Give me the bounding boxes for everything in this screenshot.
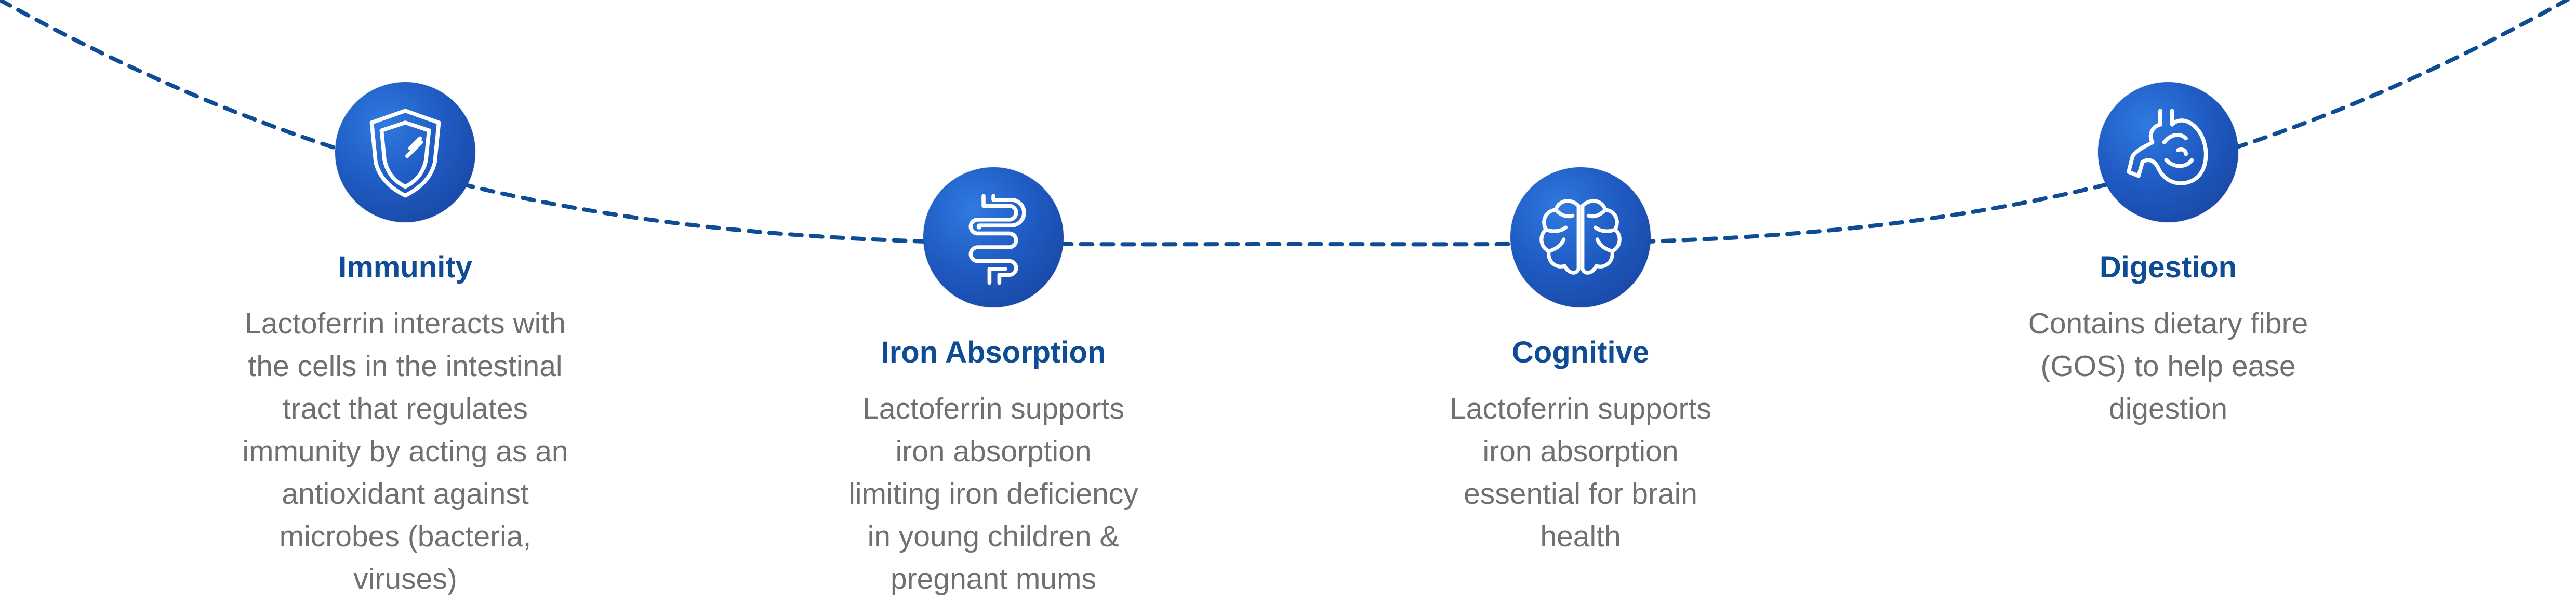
description-line: microbes (bacteria, (279, 520, 532, 553)
digestion-badge (2098, 82, 2238, 222)
description-line: the cells in the intestinal (248, 350, 563, 383)
benefit-description: Lactoferrin supports iron absorption ess… (1378, 387, 1783, 558)
benefit-description: Lactoferrin interacts with the cells in … (203, 302, 608, 600)
description-line: Lactoferrin interacts with (245, 307, 566, 340)
immunity-badge (335, 82, 475, 222)
description-line: Lactoferrin supports (862, 392, 1124, 425)
benefit-title: Immunity (338, 250, 472, 284)
description-line: limiting iron deficiency (848, 477, 1138, 511)
description-line: immunity by acting as an (242, 435, 568, 468)
brain-icon (1539, 199, 1622, 275)
description-line: Contains dietary fibre (2028, 307, 2308, 340)
description-line: health (1540, 520, 1621, 553)
description-line: essential for brain (1464, 477, 1697, 511)
description-line: pregnant mums (890, 562, 1097, 596)
description-line: (GOS) to help ease (2040, 350, 2296, 383)
iron-absorption-badge (923, 167, 1064, 307)
cognitive-badge (1510, 167, 1651, 307)
description-line: digestion (2108, 392, 2228, 425)
benefit-description: Lactoferrin supports iron absorption lim… (791, 387, 1196, 600)
description-line: iron absorption (1482, 435, 1679, 468)
benefit-title: Cognitive (1511, 335, 1650, 369)
description-line: in young children & (867, 520, 1120, 553)
stomach-icon (2127, 109, 2208, 185)
description-line: antioxidant against (282, 477, 529, 511)
benefit-description: Contains dietary fibre (GOS) to help eas… (1966, 302, 2371, 430)
description-line: tract that regulates (282, 392, 528, 425)
intestine-icon (968, 194, 1026, 285)
description-line: iron absorption (895, 435, 1092, 468)
shield-icon (369, 109, 441, 198)
benefit-title: Digestion (2099, 250, 2237, 284)
description-line: Lactoferrin supports (1450, 392, 1711, 425)
benefit-title: Iron Absorption (881, 335, 1106, 369)
description-line: viruses) (353, 562, 457, 596)
